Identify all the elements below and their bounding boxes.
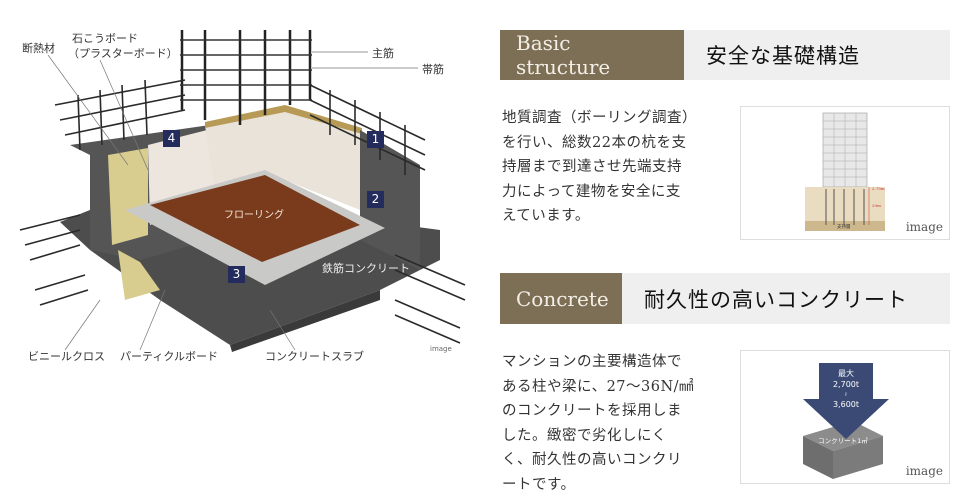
- section-jp-title: 安全な基礎構造: [706, 44, 860, 68]
- building-piles-illustration: 2.75m 29m 支持層: [805, 112, 885, 231]
- label-gypsum-board: 石こうボード: [72, 32, 138, 45]
- label-main-rebar: 主筋: [372, 47, 394, 60]
- body-line: く、耐久性の高いコンクリ: [502, 452, 682, 468]
- pressure-arrow-icon: [803, 363, 889, 439]
- label-particle-board: パーティクルボード: [120, 350, 219, 363]
- body-line: 力によって建物を安全に支: [502, 183, 681, 200]
- body-line: した。緻密で劣化しにく: [502, 427, 667, 444]
- flooring-shape: [150, 175, 360, 262]
- arrow-text: ≀: [845, 391, 847, 398]
- section-header-concrete: Concrete 耐久性の高いコンクリート: [500, 273, 950, 324]
- label-flooring: フローリング: [224, 210, 284, 221]
- body-line: のコンクリートを採用しま: [502, 403, 682, 419]
- block-label: コンクリート1㎥: [818, 436, 868, 445]
- arrow-text: 2,700t: [833, 380, 859, 389]
- body-line: ートです。: [502, 476, 576, 493]
- body-line: 持層まで到達させ先端支持: [502, 159, 682, 175]
- marker-3: 3: [228, 266, 245, 283]
- diagram-image-tag: image: [430, 345, 452, 353]
- label-vinyl-cloth: ビニールクロス: [28, 350, 105, 363]
- body-line: ある柱や梁に、27〜36N/㎟: [502, 378, 695, 395]
- section-jp-title: 耐久性の高いコンクリート: [644, 287, 908, 312]
- label-reinforced-concrete: 鉄筋コンクリート: [322, 262, 410, 275]
- label-concrete-slab: コンクリートスラブ: [265, 350, 364, 363]
- arrow-text: 最大: [838, 368, 854, 378]
- section-en-title: Concrete: [500, 273, 622, 324]
- body-line: を行い、総数22本の杭を支: [502, 134, 687, 151]
- label-insulation: 断熱材: [22, 42, 55, 55]
- arrow-text: 3,600t: [833, 400, 859, 409]
- marker-4: 4: [163, 130, 180, 147]
- section-header-basic-structure: Basic structure 安全な基礎構造: [500, 30, 950, 80]
- marker-1: 1: [367, 131, 384, 148]
- pile-top-label: 2.75m: [872, 186, 885, 191]
- section-en-title: Basic structure: [500, 30, 684, 80]
- body-line: マンションの主要構造体で: [502, 354, 682, 370]
- label-hoop-rebar: 帯筋: [422, 63, 444, 76]
- pile-foundation-image: 2.75m 29m 支持層 image: [740, 106, 950, 240]
- concrete-block-illustration: 最大 2,700t ≀ 3,600t コンクリート1㎥: [803, 363, 889, 479]
- insulation-shape: [108, 148, 148, 245]
- section-body-concrete: マンションの主要構造体で ある柱や梁に、27〜36N/㎟ のコンクリートを採用し…: [502, 350, 717, 497]
- image-tag: image: [905, 464, 943, 478]
- structure-illustration: [19, 30, 466, 352]
- section-body-basic-structure: 地質調査（ボーリング調査） を行い、総数22本の杭を支 持層まで到達させ先端支持…: [502, 106, 717, 229]
- body-line: 地質調査（ボーリング調査）: [502, 110, 697, 126]
- label-plaster-board: （プラスターボード）: [68, 47, 178, 60]
- concrete-strength-image: 最大 2,700t ≀ 3,600t コンクリート1㎥ image: [740, 350, 950, 484]
- pile-depth-label: 29m: [872, 203, 881, 208]
- body-line: えています。: [502, 208, 590, 224]
- image-tag: image: [905, 220, 943, 234]
- bearing-layer-label: 支持層: [837, 223, 851, 230]
- structure-diagram: 断熱材 石こうボード （プラスターボード） 主筋 帯筋 フローリング 鉄筋コンク…: [0, 0, 490, 370]
- marker-2: 2: [367, 191, 384, 208]
